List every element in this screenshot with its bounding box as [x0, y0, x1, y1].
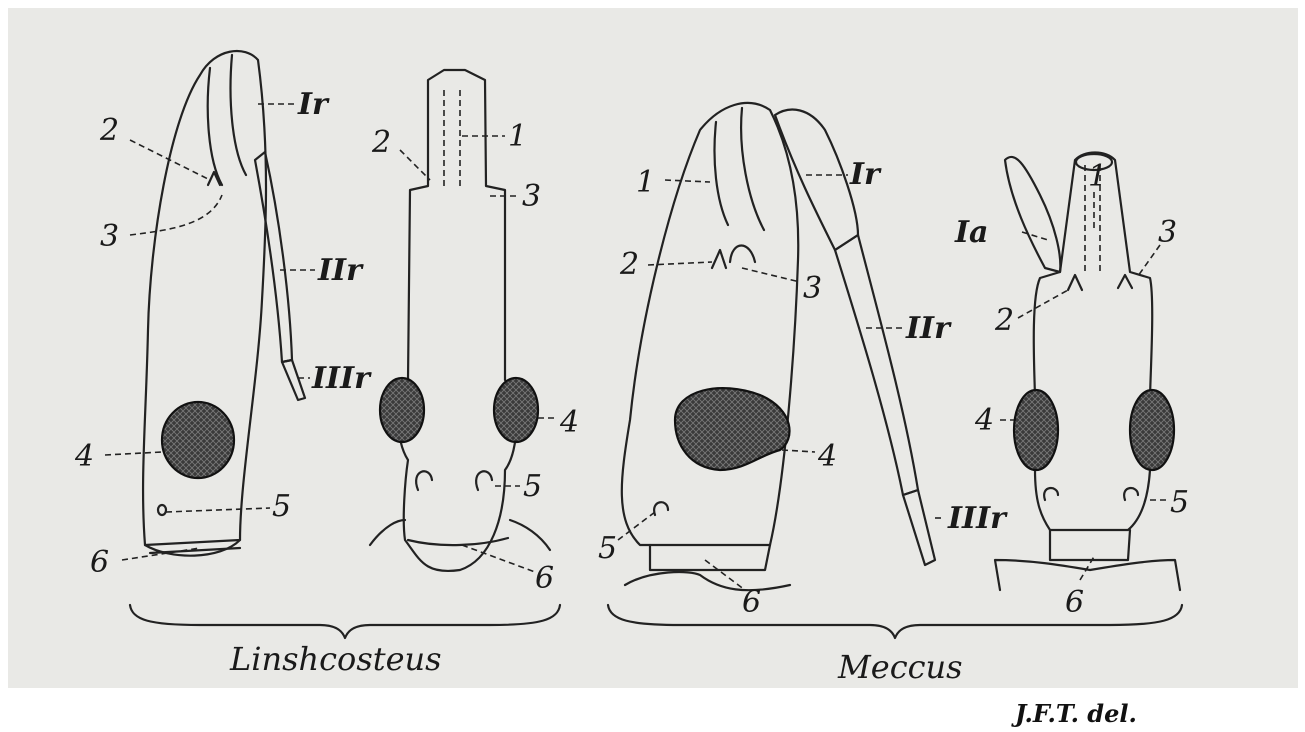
label-l-lat-IIIr: IIIr [311, 361, 372, 396]
label-l-lat-4: 4 [74, 439, 94, 474]
label-l-lat-5: 5 [272, 489, 291, 524]
label-l-dor-5: 5 [523, 469, 542, 504]
label-m-lat-Ir: Ir [849, 157, 882, 192]
eye-meccus-dorsal-right [1130, 390, 1174, 470]
plate-background [8, 8, 1298, 688]
label-m-lat-5: 5 [598, 531, 617, 566]
eye-linshcosteus-dorsal-left [380, 378, 424, 442]
label-l-lat-Ir: Ir [297, 87, 330, 122]
label-l-lat-3: 3 [100, 219, 119, 254]
label-l-lat-6: 6 [90, 545, 109, 580]
genus-linshcosteus: Linshcosteus [229, 640, 442, 678]
eye-linshcosteus-lateral [162, 402, 234, 478]
label-m-lat-3: 3 [803, 271, 822, 306]
label-m-dor-5: 5 [1170, 485, 1189, 520]
label-m-lat-6: 6 [742, 585, 761, 620]
label-l-dor-4: 4 [559, 405, 579, 440]
label-l-dor-2: 2 [371, 125, 391, 160]
artist-credit: J.F.T. del. [1011, 699, 1137, 728]
label-m-dor-Ia: Ia [954, 215, 988, 250]
label-m-lat-IIr: IIr [905, 311, 952, 346]
label-m-lat-2: 2 [619, 247, 639, 282]
label-l-dor-1: 1 [508, 119, 527, 154]
label-m-lat-IIIr: IIIr [947, 501, 1008, 536]
label-m-dor-4: 4 [974, 403, 994, 438]
label-l-lat-IIr: IIr [317, 253, 364, 288]
genus-meccus: Meccus [837, 648, 963, 686]
label-l-lat-2: 2 [99, 113, 119, 148]
eye-linshcosteus-dorsal-right [494, 378, 538, 442]
label-m-lat-1: 1 [636, 165, 655, 200]
label-l-dor-6: 6 [535, 561, 554, 596]
label-m-dor-2: 2 [994, 303, 1014, 338]
label-l-dor-3: 3 [522, 179, 541, 214]
label-m-dor-1: 1 [1088, 159, 1107, 194]
label-m-dor-6: 6 [1065, 585, 1084, 620]
label-m-dor-3: 3 [1158, 215, 1177, 250]
eye-meccus-dorsal-left [1014, 390, 1058, 470]
label-m-lat-4: 4 [817, 439, 837, 474]
